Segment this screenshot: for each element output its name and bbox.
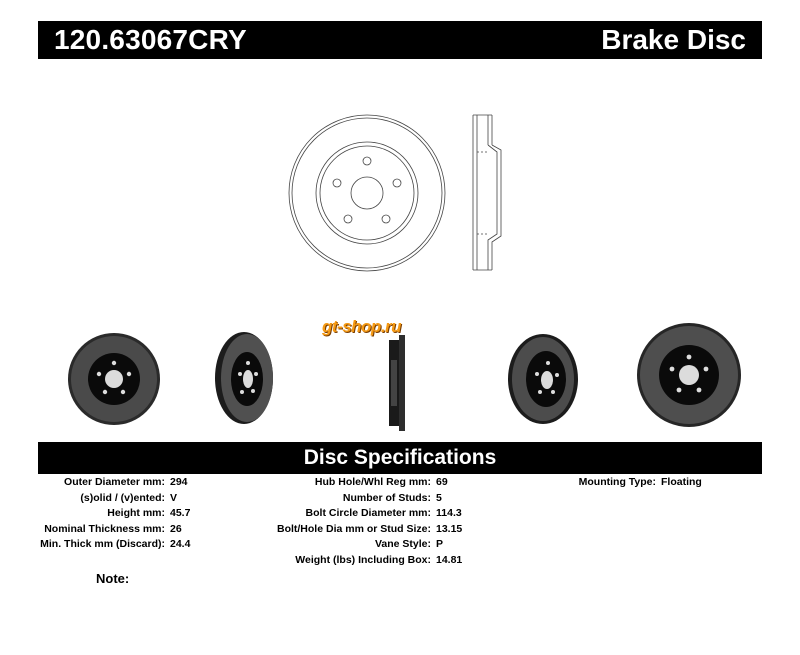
spec-label: Bolt/Hole Dia mm or Stud Size:	[276, 522, 431, 535]
spec-value: 294	[170, 476, 188, 488]
spec-label: Height mm:	[107, 507, 165, 519]
spec-label: Hub Hole/Whl Reg mm:	[314, 476, 431, 488]
spec-value: 26	[170, 522, 182, 535]
header-bar: 120.63067CRY Brake Disc	[38, 21, 762, 59]
note-label: Note:	[96, 571, 130, 586]
front-view-drawing	[288, 114, 446, 272]
spec-label: (s)olid / (v)ented:	[80, 491, 165, 504]
spec-value: V	[170, 491, 178, 504]
spec-label: Mounting Type:	[578, 476, 656, 488]
spec-label: Vane Style:	[374, 538, 431, 550]
specs-column-3: Mounting Type: Floating	[545, 475, 702, 491]
spec-label: Number of Studs:	[342, 491, 431, 504]
spec-row: Hub Hole/Whl Reg mm: 69	[243, 475, 462, 491]
spec-value: P	[436, 538, 444, 550]
disc-photo-angled-left	[215, 332, 273, 424]
spec-label: Outer Diameter mm:	[64, 476, 165, 488]
spec-value: 14.81	[436, 553, 463, 566]
shop-logo[interactable]: gt-shop.ru	[322, 317, 402, 336]
spec-row: Number of Studs: 5	[243, 491, 462, 507]
spec-value: 114.3	[436, 507, 462, 519]
spec-row: Mounting Type: Floating	[545, 475, 702, 491]
spec-value: 45.7	[170, 507, 191, 519]
spec-row: Min. Thick mm (Discard): 24.4	[0, 537, 190, 553]
spec-value: 69	[436, 476, 448, 488]
spec-row: Vane Style: P	[243, 537, 462, 553]
specs-column-2: Hub Hole/Whl Reg mm: 69 Number of Studs: 5…	[243, 475, 462, 568]
disc-photo-front-2	[637, 323, 741, 427]
spec-value: Floating	[661, 476, 702, 488]
specs-column-1: Outer Diameter mm: 294 (s)olid / (v)ented…	[0, 475, 190, 553]
disc-photo-edge	[389, 335, 405, 431]
spec-row: (s)olid / (v)ented: V	[0, 491, 190, 507]
spec-row: Nominal Thickness mm: 26	[0, 522, 190, 538]
spec-value: 13.15	[436, 522, 463, 535]
spec-value: 5	[436, 491, 442, 504]
spec-row: Bolt Circle Diameter mm: 114.3	[243, 506, 462, 522]
spec-row: Outer Diameter mm: 294	[0, 475, 190, 491]
disc-photo-front	[68, 333, 160, 425]
spec-row: Weight (lbs) Including Box: 14.81	[243, 553, 462, 569]
spec-label: Bolt Circle Diameter mm:	[305, 507, 431, 519]
specs-title-bar: Disc Specifications	[38, 442, 762, 474]
part-number: 120.63067CRY	[54, 24, 247, 55]
disc-photo-angled-right	[508, 334, 578, 424]
spec-label: Weight (lbs) Including Box:	[295, 553, 431, 566]
spec-value: 24.4	[170, 538, 191, 550]
side-view-drawing	[472, 114, 502, 271]
disc-drawings	[68, 114, 741, 431]
spec-row: Bolt/Hole Dia mm or Stud Size: 13.15	[243, 522, 462, 538]
product-type: Brake Disc	[601, 24, 746, 55]
spec-label: Min. Thick mm (Discard):	[40, 538, 165, 550]
spec-label: Nominal Thickness mm:	[44, 522, 165, 535]
spec-row: Height mm: 45.7	[0, 506, 190, 522]
